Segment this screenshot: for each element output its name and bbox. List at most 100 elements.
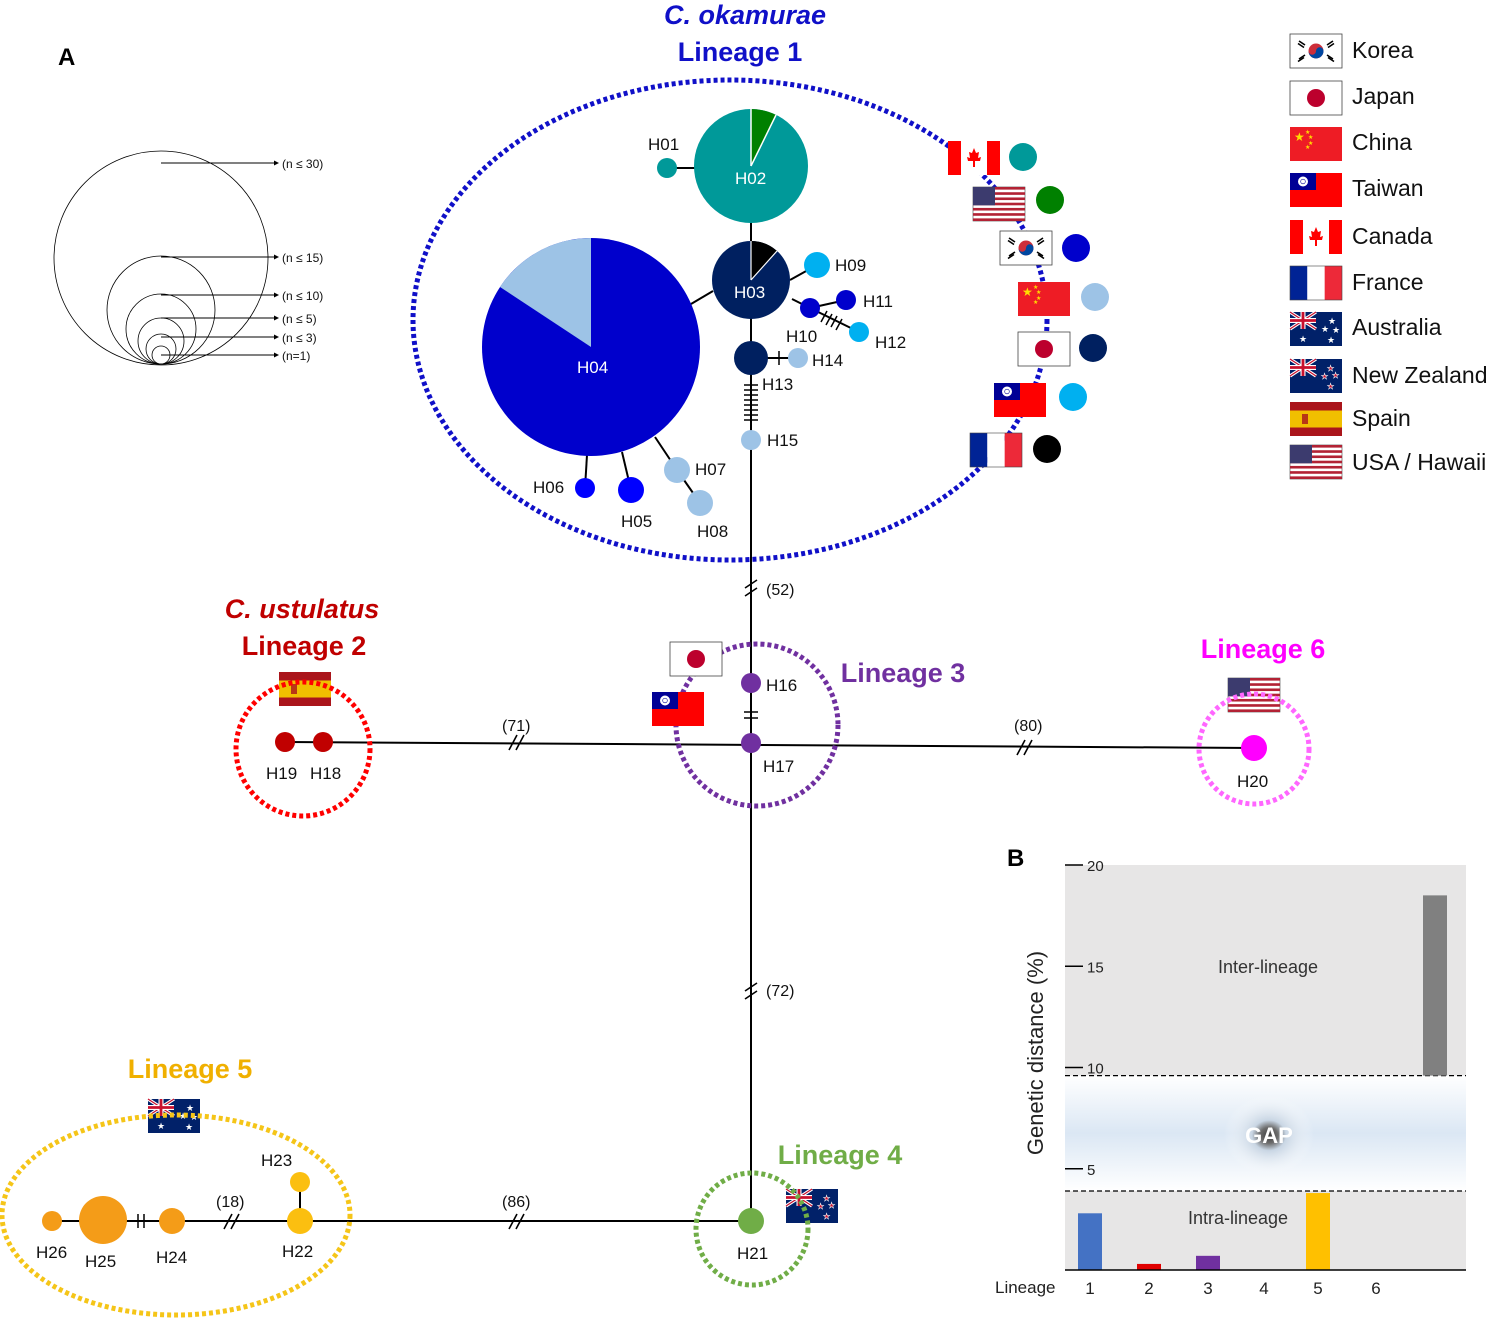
bar-lineage-5	[1306, 1193, 1330, 1270]
key-france-dot	[1033, 435, 1061, 463]
legend-taiwan-flag	[1290, 173, 1342, 207]
key-japan-flag	[1017, 331, 1071, 367]
size-circle-30	[53, 150, 269, 366]
label-h18: H18	[310, 764, 341, 783]
label-h02: H02	[735, 169, 766, 188]
lineage6-title: Lineage 6	[1201, 634, 1326, 664]
break-marks	[223, 579, 1033, 1230]
lineage1-nodes	[482, 109, 869, 516]
label-h25: H25	[85, 1252, 116, 1271]
legend-taiwan-label: Taiwan	[1352, 175, 1424, 201]
label-h23: H23	[261, 1151, 292, 1170]
size-label-10: (n ≤ 10)	[282, 289, 323, 303]
node-h15	[741, 430, 761, 450]
lineage3-japan-flag	[669, 641, 723, 677]
node-h01	[657, 158, 677, 178]
node-h09	[804, 252, 830, 278]
size-circle-5	[137, 317, 185, 365]
key-taiwan-dot	[1059, 383, 1087, 411]
legend-australia-flag	[1290, 312, 1342, 346]
bar-lineage-1	[1078, 1213, 1102, 1270]
panel-b-label: B	[1007, 845, 1024, 872]
key-canada-dot	[1009, 143, 1037, 171]
lineage4-newzealand-flag	[786, 1189, 838, 1223]
lineage4-title: Lineage 4	[778, 1140, 903, 1170]
legend-spain-flag	[1290, 402, 1342, 436]
node-h18	[313, 732, 333, 752]
break-label-18: (18)	[216, 1194, 244, 1211]
lineage2-title: Lineage 2	[242, 631, 367, 661]
lineage1-boundary	[410, 77, 1050, 563]
label-h12: H12	[875, 333, 906, 352]
label-h07: H07	[695, 460, 726, 479]
node-h08	[687, 490, 713, 516]
label-h13: H13	[762, 375, 793, 394]
node-h21	[738, 1208, 764, 1234]
label-h24: H24	[156, 1248, 187, 1267]
label-h10: H10	[786, 327, 817, 346]
lineage5-title: Lineage 5	[128, 1054, 253, 1084]
node-h17	[741, 733, 761, 753]
legend-china-flag	[1290, 127, 1342, 161]
label-h22: H22	[282, 1242, 313, 1261]
network-edges	[52, 167, 1255, 1222]
legend-china-label: China	[1352, 129, 1412, 155]
bar-lineage-3	[1196, 1255, 1220, 1270]
break-label-72: (72)	[766, 983, 794, 1000]
key-canada-flag	[948, 141, 1000, 175]
legend-canada-flag	[1290, 220, 1342, 254]
lineage1-title: Lineage 1	[678, 37, 803, 67]
node-h20	[1241, 735, 1267, 761]
lineage2-boundary	[233, 679, 373, 819]
size-label-30: (n ≤ 30)	[282, 157, 323, 171]
break-label-71: (71)	[502, 718, 530, 735]
label-h14: H14	[812, 351, 843, 370]
lineage3-title: Lineage 3	[841, 658, 966, 688]
x-tick-label-2: 2	[1144, 1279, 1153, 1298]
size-circle-3	[145, 333, 177, 365]
key-japan-dot	[1079, 334, 1107, 362]
x-tick-label-3: 3	[1203, 1279, 1212, 1298]
node-h07	[664, 457, 690, 483]
node-h22	[287, 1208, 313, 1234]
legend-korea-label: Korea	[1352, 37, 1414, 63]
y-axis-title: Genetic distance (%)	[1023, 951, 1048, 1155]
node-h16	[741, 673, 761, 693]
node-h05	[618, 477, 644, 503]
legend-australia-label: Australia	[1352, 314, 1442, 340]
x-tick-label-6: 6	[1371, 1279, 1380, 1298]
inter-lineage-label: Inter-lineage	[1218, 957, 1318, 977]
label-h21: H21	[737, 1244, 768, 1263]
lineage2-spain-flag	[279, 672, 331, 706]
node-h06	[575, 478, 595, 498]
break-label-52: (52)	[766, 582, 794, 599]
node-h12	[849, 322, 869, 342]
node-h19	[275, 732, 295, 752]
intra-lineage-label: Intra-lineage	[1188, 1208, 1288, 1228]
intra-lineage-zone	[1065, 1191, 1466, 1270]
size-legend: (n ≤ 30) (n ≤ 15) (n ≤ 10) (n ≤ 5) (n ≤ …	[53, 150, 323, 366]
node-h13	[734, 341, 768, 375]
label-h04: H04	[577, 358, 608, 377]
legend-canada-label: Canada	[1352, 223, 1433, 249]
legend-spain-label: Spain	[1352, 405, 1411, 431]
size-circle-15	[106, 255, 216, 365]
lineage3-taiwan-flag	[652, 692, 704, 726]
legend-japan-flag	[1289, 80, 1343, 116]
break-label-80: (80)	[1014, 718, 1042, 735]
label-h16: H16	[766, 676, 797, 695]
y-tick-label-20: 20	[1087, 858, 1104, 875]
legend-korea-flag	[1289, 33, 1343, 69]
bar-lineage-2	[1137, 1263, 1161, 1270]
legend-usa-label: USA / Hawaii	[1352, 449, 1486, 475]
size-label-15: (n ≤ 15)	[282, 251, 323, 265]
label-h20: H20	[1237, 772, 1268, 791]
country-legend: Korea Japan China Taiwan Canada France A…	[1289, 33, 1488, 480]
key-taiwan-flag	[994, 383, 1046, 417]
x-axis-title: Lineage	[995, 1278, 1056, 1297]
inter-lineage-zone	[1065, 865, 1466, 1076]
node-h10	[800, 298, 820, 318]
legend-france-flag	[1289, 265, 1343, 301]
